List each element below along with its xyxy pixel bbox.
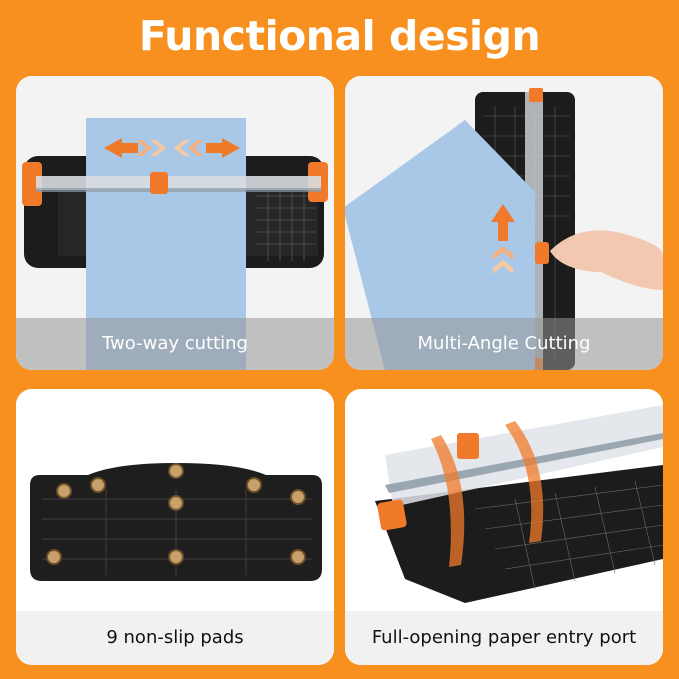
caption-multi-angle-cutting: Multi-Angle Cutting	[345, 318, 663, 370]
panel-multi-angle-cutting: Multi-Angle Cutting	[345, 76, 663, 370]
multi-angle-cutting-illustration	[345, 76, 663, 370]
caption-paper-entry-port: Full-opening paper entry port	[345, 611, 663, 665]
panel-two-way-cutting: Two-way cutting	[16, 76, 334, 370]
caption-non-slip-pads: 9 non-slip pads	[16, 611, 334, 665]
caption-two-way-cutting: Two-way cutting	[16, 318, 334, 370]
page-title: Functional design	[138, 12, 541, 60]
panel-non-slip-pads: 9 non-slip pads	[16, 389, 334, 665]
panel-paper-entry-port: Full-opening paper entry port	[345, 389, 663, 665]
